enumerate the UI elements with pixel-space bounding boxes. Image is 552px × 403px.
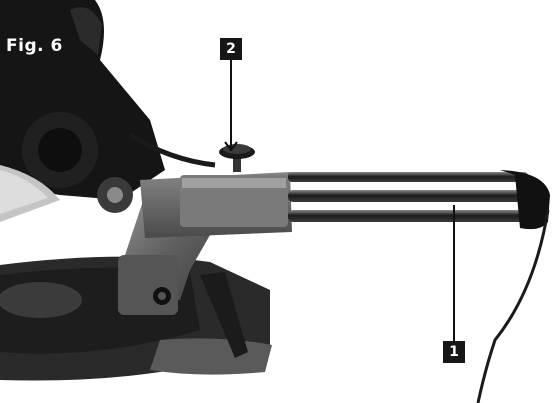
extension-rods — [288, 170, 550, 230]
callout-1: 1 — [443, 341, 465, 363]
bevel-lever — [200, 272, 248, 358]
rail-housing — [140, 172, 292, 238]
head-cable — [128, 132, 216, 168]
locking-knob — [219, 144, 255, 172]
motor-head — [0, 0, 165, 222]
power-cord — [476, 209, 550, 403]
callout-2: 2 — [220, 38, 242, 60]
figure-label: Fig. 6 — [6, 36, 63, 56]
